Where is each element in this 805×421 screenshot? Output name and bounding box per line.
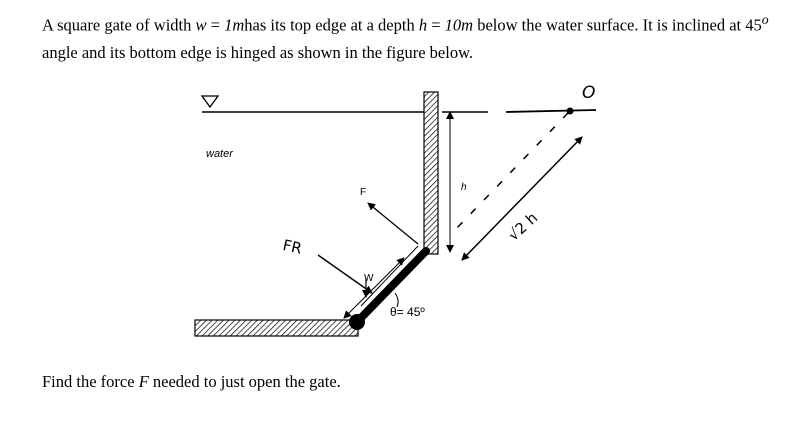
width-value: 1m bbox=[224, 15, 245, 35]
degree-superscript: o bbox=[761, 12, 769, 27]
free-surface-symbol bbox=[200, 95, 220, 109]
moment-arm-dimension bbox=[343, 257, 405, 319]
hand-surface-line bbox=[505, 109, 597, 113]
weight-label: W bbox=[364, 273, 374, 284]
hand-dashed-extension bbox=[454, 112, 569, 231]
force-arrow bbox=[367, 202, 419, 245]
hand-pivot-dot bbox=[566, 107, 574, 115]
hand-fr-label: FR bbox=[281, 236, 303, 258]
depth-variable: h bbox=[418, 15, 428, 35]
depth-value: 10m bbox=[444, 15, 474, 35]
channel-floor bbox=[194, 319, 359, 337]
handwritten-annotations: O √2 h FR bbox=[281, 83, 597, 294]
force-variable: F bbox=[138, 372, 149, 391]
hinge bbox=[349, 314, 365, 330]
hand-o-label: O bbox=[582, 83, 595, 103]
hand-fr-arrow bbox=[317, 254, 373, 294]
vertical-wall bbox=[423, 91, 439, 255]
width-variable: w bbox=[195, 15, 207, 35]
question-text: Find the force F needed to just open the… bbox=[42, 372, 341, 391]
hand-sqrt2h-label: √2 h bbox=[504, 209, 541, 245]
angle-arc bbox=[394, 292, 399, 308]
problem-statement: A square gate of width w = 1mhas its top… bbox=[42, 12, 769, 62]
depth-label: h bbox=[461, 182, 467, 193]
water-label: water bbox=[206, 148, 234, 160]
angle-label: θ= 45º bbox=[390, 305, 425, 319]
hand-length-arrow bbox=[461, 136, 583, 261]
force-label: F bbox=[360, 187, 366, 198]
